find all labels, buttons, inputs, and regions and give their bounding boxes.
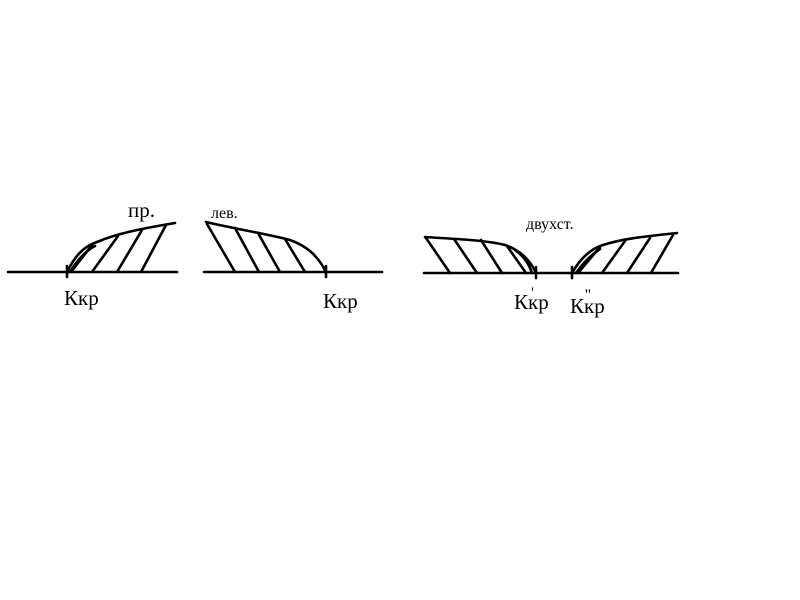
critical-value-label-upper: Ккр: [570, 294, 605, 318]
hatch-line: [90, 234, 120, 274]
hatch-line: [625, 236, 652, 275]
region-boundary-curve: [65, 221, 177, 274]
left-sided-region: лев. Ккр: [202, 205, 384, 313]
hatch-line: [115, 228, 144, 274]
left-tail-boundary-curve-inner: [513, 248, 534, 275]
region-boundary-curve: [204, 220, 328, 274]
hatch-line: [649, 233, 675, 275]
critical-value-label-lower: Ккр: [514, 290, 549, 314]
hatch-line: [452, 237, 479, 275]
hatch-line: [600, 239, 627, 275]
right-sided-region: пр. Ккр: [6, 198, 179, 310]
hatch-line: [69, 243, 94, 274]
hatch-line: [424, 236, 452, 275]
hatch-line: [505, 244, 528, 275]
right-sided-label: пр.: [128, 198, 155, 222]
hatch-line: [205, 222, 237, 274]
hatch-line: [576, 245, 602, 275]
hatch-line: [479, 238, 504, 275]
left-tail-boundary-curve: [423, 235, 538, 275]
hatch-line: [283, 237, 307, 274]
critical-value-lower-mark: ': [531, 285, 534, 302]
hatch-line: [256, 231, 282, 274]
two-sided-label: двухст.: [526, 216, 574, 233]
two-sided-region: двухст. Ккр ' Ккр '': [422, 216, 680, 318]
critical-value-label: Ккр: [64, 286, 99, 310]
critical-value-upper-mark: '': [585, 287, 591, 304]
hatch-line: [139, 223, 168, 274]
critical-value-label: Ккр: [323, 289, 358, 313]
left-sided-label: лев.: [211, 205, 238, 222]
right-tail-boundary-curve: [570, 231, 679, 275]
hatch-line: [233, 226, 261, 274]
